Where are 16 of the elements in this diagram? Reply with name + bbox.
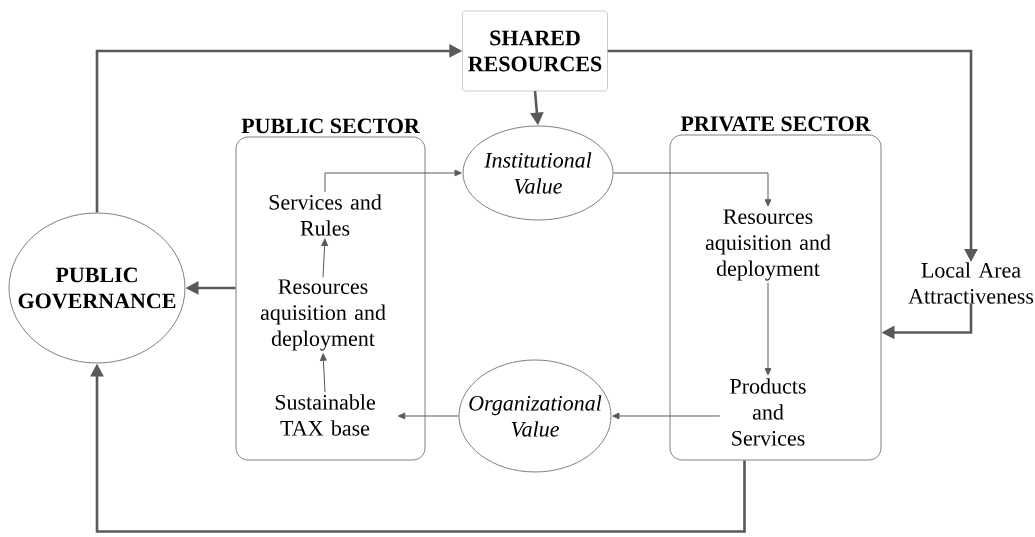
step-text: Sustainable TAX base: [275, 394, 375, 436]
arrow: [612, 412, 721, 420]
resource-box: SHARED RESOURCES: [462, 10, 608, 92]
step-text: Services and Rules: [269, 194, 382, 236]
step-text: Resources aquisition and deployment: [260, 279, 386, 351]
arrow: [320, 353, 327, 393]
step-text: Products and Services: [730, 378, 806, 446]
arrow: [397, 412, 459, 420]
sector-heading: PUBLIC SECTOR: [241, 118, 421, 134]
arrow: [764, 282, 772, 376]
sector-heading: PRIVATE SECTOR: [680, 116, 871, 132]
arrow: [321, 238, 328, 278]
area-text: Local Area Attractiveness: [908, 262, 1034, 304]
arrow: [613, 172, 772, 207]
arrow: [324, 169, 462, 193]
step-text: Resources aquisition and deployment: [705, 209, 831, 281]
